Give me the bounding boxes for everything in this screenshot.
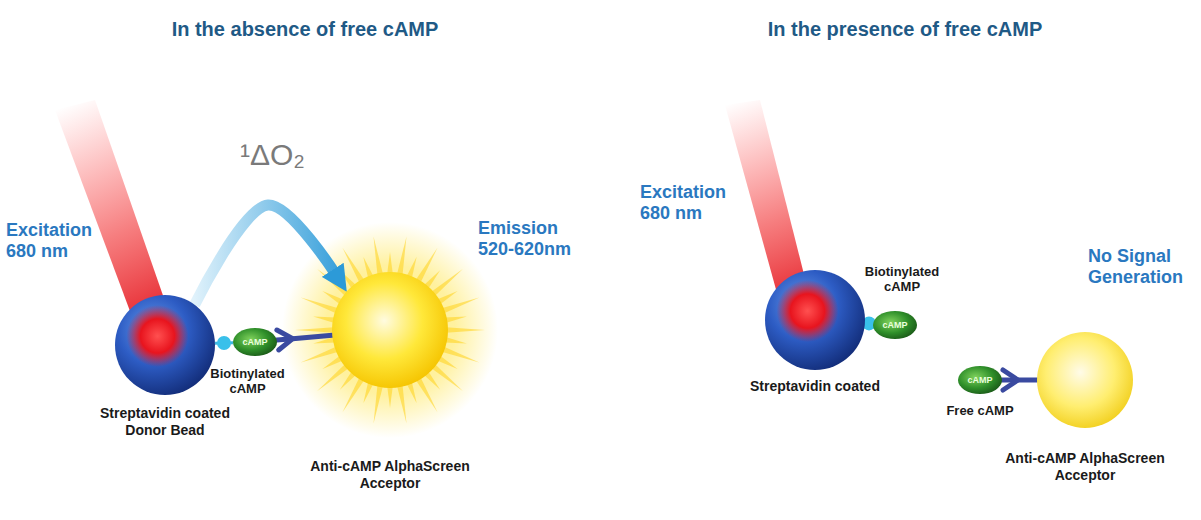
connector-group bbox=[1002, 370, 1037, 390]
singlet-oxygen-arrow bbox=[195, 205, 336, 305]
camp-molecule-outline bbox=[873, 311, 917, 339]
acceptor-bead: Anti-cAMP AlphaScreen Acceptor bbox=[332, 272, 448, 388]
camp-molecule-outline bbox=[958, 366, 1002, 394]
biotin-dot bbox=[217, 336, 231, 350]
excitation-burst bbox=[127, 305, 189, 367]
camp-molecule: cAMP bbox=[958, 366, 1002, 394]
connector-group bbox=[195, 205, 336, 305]
emission-ray bbox=[431, 269, 463, 296]
signal-note: No Signal Generation bbox=[1088, 246, 1198, 288]
emission-ray bbox=[387, 252, 393, 274]
bead-label: Streptavidin coated Donor Bead bbox=[85, 405, 245, 439]
molecule-label: Free cAMP bbox=[930, 403, 1030, 418]
excitation-label: Excitation 680 nm bbox=[6, 220, 111, 262]
camp-molecule-outline bbox=[233, 328, 277, 356]
donor-bead-outline bbox=[115, 295, 215, 395]
emission-ray bbox=[295, 327, 334, 333]
emission-ray bbox=[397, 236, 407, 275]
acceptor-bead-shape bbox=[332, 272, 448, 388]
connector-group bbox=[277, 330, 332, 350]
emission-ray bbox=[301, 346, 339, 362]
excitation-burst bbox=[777, 280, 839, 342]
molecule-label: Biotinylated cAMP bbox=[852, 264, 952, 295]
molecule-label: cAMP bbox=[958, 366, 1002, 394]
antibody-arms bbox=[1003, 370, 1018, 390]
connector-group bbox=[215, 336, 233, 350]
donor-bead: Streptavidin coated bbox=[765, 270, 865, 370]
panel-heading: In the absence of free cAMP bbox=[135, 18, 475, 42]
emission-ray bbox=[397, 385, 407, 424]
acceptor-bead-outline bbox=[1037, 332, 1133, 428]
excitation-label: Excitation 680 nm bbox=[640, 182, 745, 224]
emission-ray bbox=[343, 248, 365, 283]
camp-molecule: cAMP bbox=[873, 311, 917, 339]
emission-ray bbox=[442, 346, 480, 362]
emission-ray bbox=[416, 377, 438, 412]
bead-label: Streptavidin coated bbox=[740, 378, 890, 395]
antibody-arms bbox=[277, 330, 293, 350]
molecule-label: cAMP bbox=[233, 328, 277, 356]
emission-ray bbox=[387, 386, 393, 408]
panel-heading: In the presence of free cAMP bbox=[735, 18, 1075, 42]
donor-bead-shape bbox=[765, 270, 865, 370]
emission-ray bbox=[431, 364, 463, 391]
emission-ray bbox=[317, 364, 349, 391]
emission-ray bbox=[445, 316, 467, 323]
emission-ray bbox=[442, 298, 480, 314]
emission-ray bbox=[374, 236, 384, 275]
emission-glow bbox=[282, 222, 498, 438]
acceptor-bead: Anti-cAMP AlphaScreen Acceptor bbox=[1037, 332, 1133, 428]
emission-ray bbox=[313, 316, 335, 323]
edge-label: ¹ΔO₂ bbox=[240, 138, 305, 172]
bead-label: Anti-cAMP AlphaScreen Acceptor bbox=[305, 458, 475, 492]
emission-label: Emission 520-620nm bbox=[478, 218, 590, 260]
emission-ray bbox=[301, 298, 339, 314]
molecule-label: Biotinylated cAMP bbox=[200, 366, 295, 397]
emission-ray bbox=[446, 327, 485, 333]
donor-bead-outline bbox=[765, 270, 865, 370]
emission-ray bbox=[374, 385, 384, 424]
emission-ray bbox=[445, 337, 467, 344]
camp-molecule: cAMP bbox=[233, 328, 277, 356]
molecule-label: cAMP bbox=[873, 311, 917, 339]
donor-bead: Streptavidin coated Donor Bead bbox=[115, 295, 215, 395]
bead-label: Anti-cAMP AlphaScreen Acceptor bbox=[1000, 450, 1170, 484]
acceptor-bead-shape bbox=[1037, 332, 1133, 428]
donor-bead-shape bbox=[115, 295, 215, 395]
acceptor-bead-outline bbox=[332, 272, 448, 388]
